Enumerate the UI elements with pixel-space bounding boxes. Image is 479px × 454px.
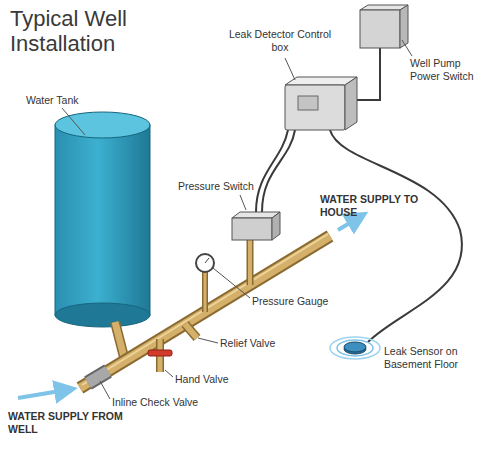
part-label: Pressure Gauge <box>252 295 352 308</box>
part-label: Relief Valve <box>220 337 310 350</box>
part-label: Leak Detector Control box <box>225 28 335 53</box>
part-label: Well Pump Power Switch <box>410 57 476 82</box>
part-label: Leak Sensor on Basement Floor <box>384 345 476 370</box>
flow-label: WATER SUPPLY FROM WELL <box>8 410 128 435</box>
diagram-title: Typical Well Installation <box>10 6 170 57</box>
flow-label: WATER SUPPLY TO HOUSE <box>320 193 420 218</box>
part-label: Inline Check Valve <box>112 396 232 409</box>
part-label: Water Tank <box>26 94 116 107</box>
part-label: Pressure Switch <box>178 180 273 193</box>
part-label: Hand Valve <box>175 373 265 386</box>
